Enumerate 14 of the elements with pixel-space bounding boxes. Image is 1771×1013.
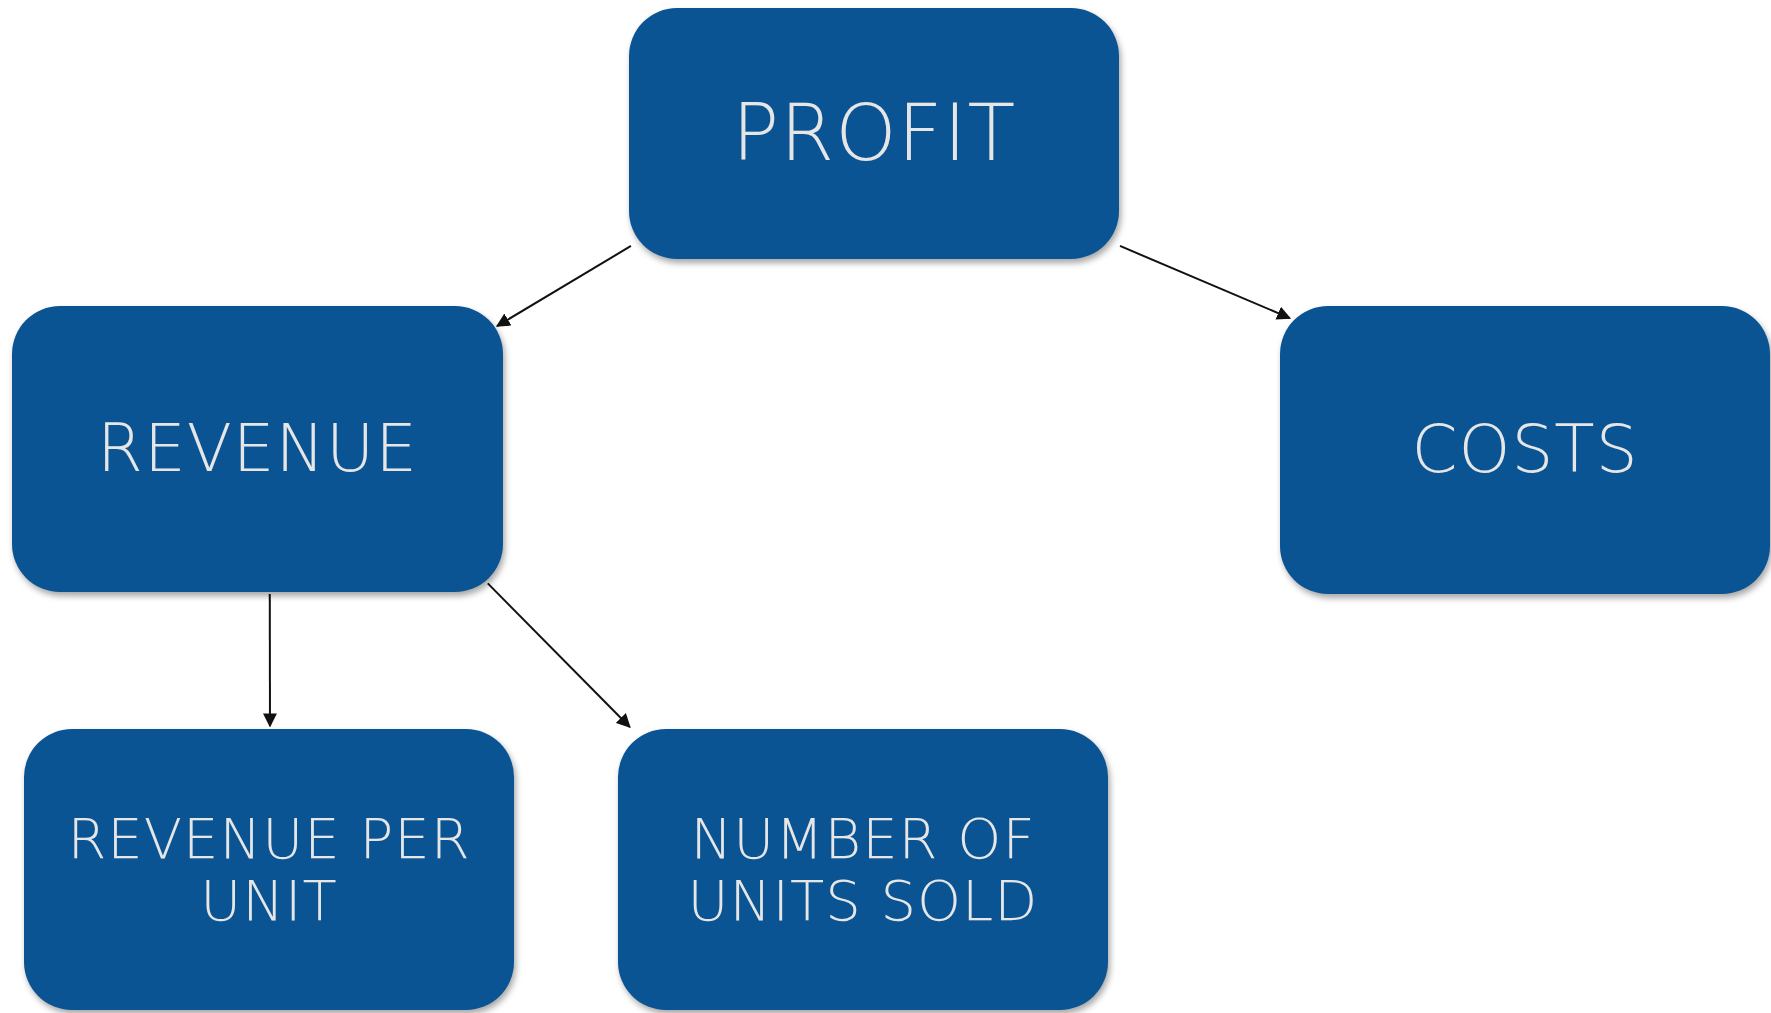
rounded-box bbox=[618, 729, 1108, 1010]
rounded-box bbox=[24, 729, 514, 1010]
box-label: REVENUE bbox=[97, 412, 418, 486]
rounded-box bbox=[1280, 306, 1770, 594]
rounded-box bbox=[12, 306, 503, 592]
arrow bbox=[495, 244, 632, 327]
arrow bbox=[1119, 244, 1292, 320]
arrow bbox=[486, 582, 631, 728]
box-label: REVENUE PER UNIT bbox=[66, 807, 472, 932]
box-label: PROFIT bbox=[731, 90, 1017, 177]
box-label: COSTS bbox=[1411, 413, 1639, 487]
rounded-box bbox=[629, 8, 1119, 259]
box-label: NUMBER OF UNITS SOLD bbox=[686, 807, 1040, 932]
arrow bbox=[262, 593, 277, 728]
